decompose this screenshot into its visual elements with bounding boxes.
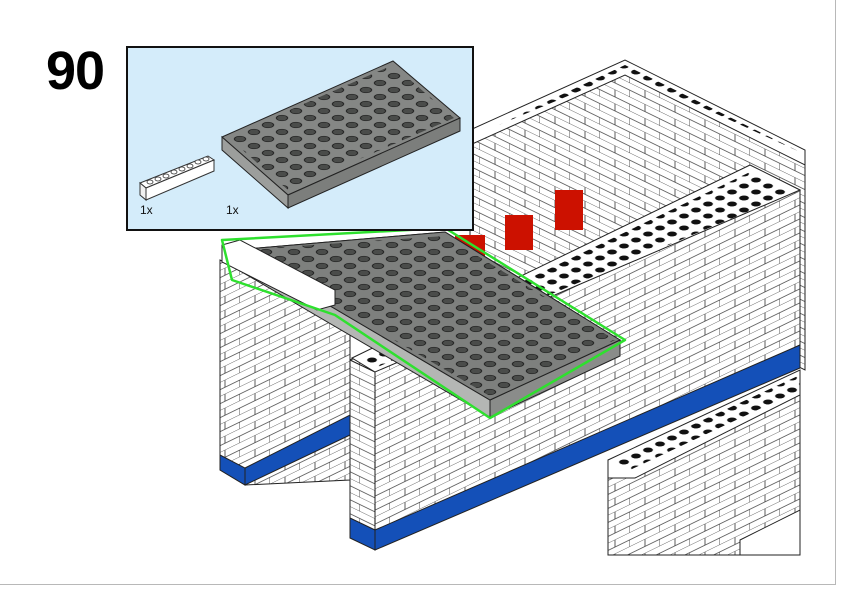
new-plate-assembly (220, 226, 627, 420)
page-border-right (835, 0, 836, 584)
white-brick-part (139, 155, 216, 202)
page-border-bottom (0, 584, 836, 585)
part-quantity-brick: 1x (140, 203, 153, 217)
parts-drawing (139, 60, 461, 210)
step-number: 90 (46, 41, 105, 101)
lower-right-wall (607, 369, 801, 556)
gray-plate-part (221, 60, 461, 210)
part-quantity-plate: 1x (226, 203, 239, 217)
parts-callout: 1x 1x (126, 46, 474, 231)
